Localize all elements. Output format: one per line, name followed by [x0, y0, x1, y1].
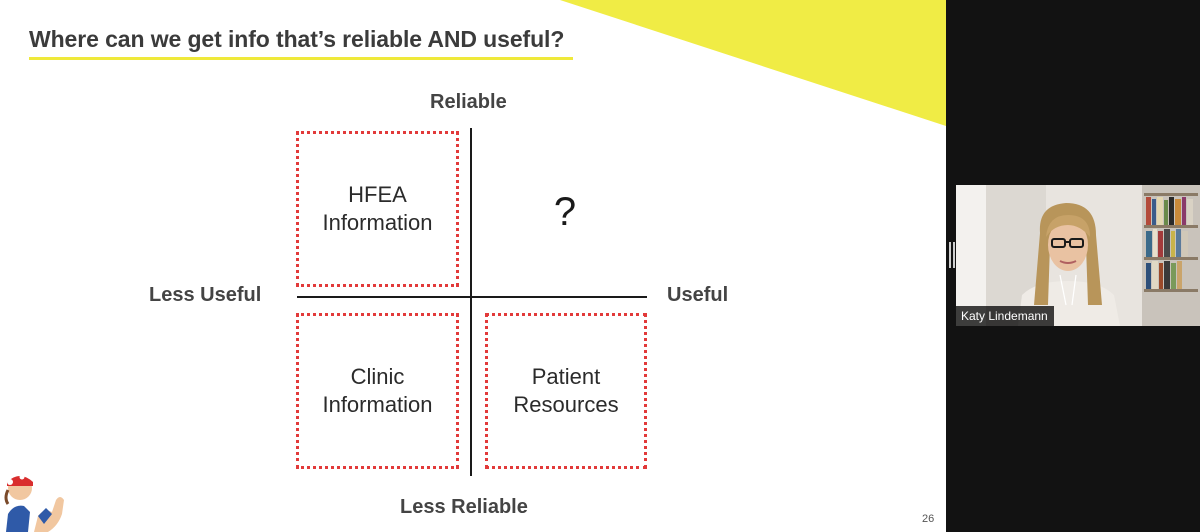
rosie-riveter-logo-icon: [0, 468, 70, 532]
axis-label-top: Reliable: [430, 91, 507, 113]
participant-name-tag: Katy Lindemann: [956, 306, 1054, 326]
participant-video-tile[interactable]: Katy Lindemann: [956, 185, 1200, 326]
quadrant-bottom-right: Patient Resources: [485, 313, 647, 469]
axis-label-left: Less Useful: [149, 284, 262, 306]
quadrant-bottom-right-line1: Patient: [531, 364, 601, 389]
slide-page-number: 26: [922, 513, 935, 525]
quadrant-bottom-left-line1: Clinic: [350, 364, 405, 389]
participant-video-feed: [956, 185, 1200, 326]
axis-label-right: Useful: [667, 284, 729, 306]
horizontal-axis: [297, 296, 647, 298]
vertical-axis: [470, 128, 472, 476]
yellow-corner-shape: [560, 0, 946, 126]
quadrant-top-right-question: ?: [553, 190, 577, 234]
drag-handle-icon[interactable]: [949, 242, 955, 268]
title-underline: [29, 57, 573, 60]
axis-label-bottom: Less Reliable: [400, 496, 528, 518]
quadrant-top-left: HFEA Information: [296, 131, 459, 287]
quadrant-top-left-line2: Information: [322, 210, 433, 235]
slide-title: Where can we get info that’s reliable AN…: [29, 26, 565, 52]
quadrant-bottom-right-line2: Resources: [513, 392, 619, 417]
quadrant-bottom-left: Clinic Information: [296, 313, 459, 469]
quadrant-bottom-left-line2: Information: [322, 392, 433, 417]
presentation-slide: Where can we get info that’s reliable AN…: [0, 0, 946, 532]
quadrant-top-left-line1: HFEA: [348, 182, 407, 207]
